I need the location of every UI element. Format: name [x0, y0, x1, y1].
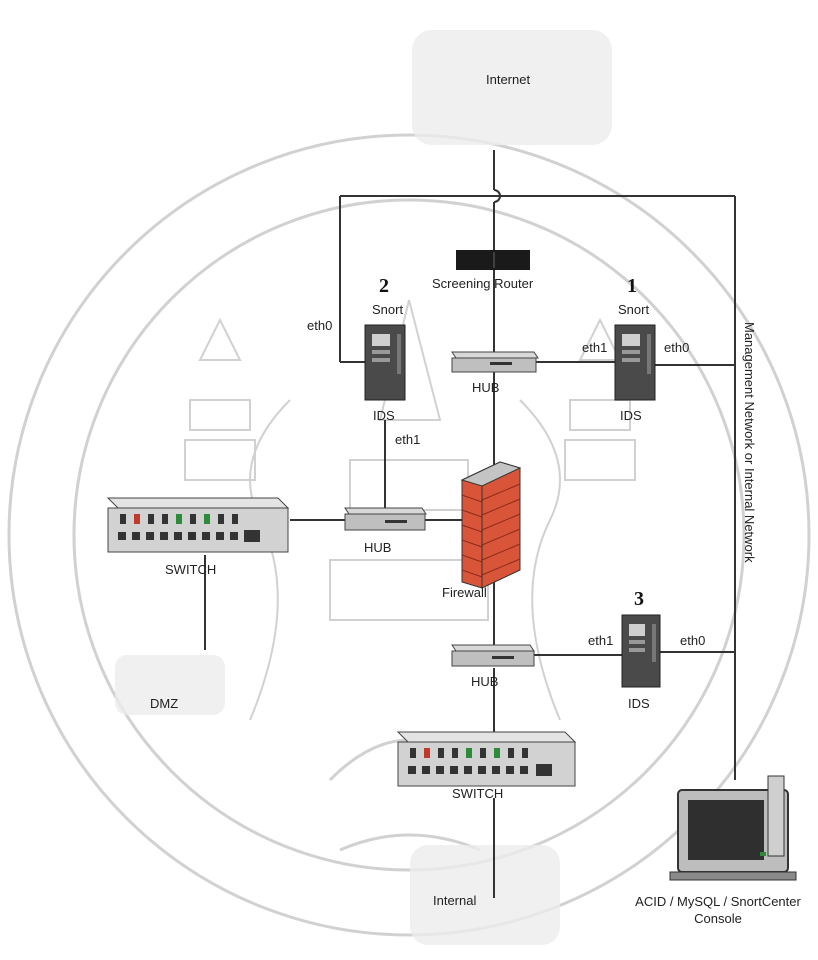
ids-server-3 — [622, 615, 660, 687]
sensor-3-number: 3 — [634, 588, 644, 610]
sensor-3-eth0-label: eth0 — [680, 633, 705, 648]
internet-cloud — [412, 30, 612, 145]
sensor-3-ids-label: IDS — [628, 696, 650, 711]
sensor-2-number: 2 — [379, 275, 389, 297]
sensor-1-snort-label: Snort — [618, 302, 649, 317]
dmz-label: DMZ — [150, 696, 178, 711]
switch-internal — [398, 732, 575, 786]
console-computer — [670, 776, 796, 880]
hub-lower — [452, 645, 534, 666]
hub-top — [452, 352, 538, 372]
internal-label: Internal — [433, 893, 476, 908]
screening-router — [456, 250, 530, 270]
hub-middle-label: HUB — [364, 540, 391, 555]
sensor-1-number: 1 — [627, 275, 637, 297]
ids-server-1 — [615, 325, 655, 400]
sensor-3-eth1-label: eth1 — [588, 633, 613, 648]
console-label-line1: ACID / MySQL / SnortCenter — [635, 894, 801, 909]
sensor-2-ids-label: IDS — [373, 408, 395, 423]
sensor-1-eth1-label: eth1 — [582, 340, 607, 355]
console-label-line2: Console — [694, 911, 742, 926]
sensor-1-ids-label: IDS — [620, 408, 642, 423]
firewall-label: Firewall — [442, 585, 487, 600]
internet-label: Internet — [486, 72, 530, 87]
switch-internal-label: SWITCH — [452, 786, 503, 801]
firewall-icon — [462, 462, 520, 588]
sensor-2-eth1-label: eth1 — [395, 432, 420, 447]
sensor-2-snort-label: Snort — [372, 302, 403, 317]
management-network-label: Management Network or Internal Network — [742, 322, 757, 563]
switch-dmz-label: SWITCH — [165, 562, 216, 577]
ids-server-2 — [365, 325, 405, 400]
router-label: Screening Router — [432, 276, 534, 291]
hub-middle — [345, 508, 426, 530]
hub-lower-label: HUB — [471, 674, 498, 689]
sensor-1-eth0-label: eth0 — [664, 340, 689, 355]
sensor-2-eth0-label: eth0 — [307, 318, 332, 333]
switch-dmz — [108, 498, 288, 552]
hub-top-label: HUB — [472, 380, 499, 395]
